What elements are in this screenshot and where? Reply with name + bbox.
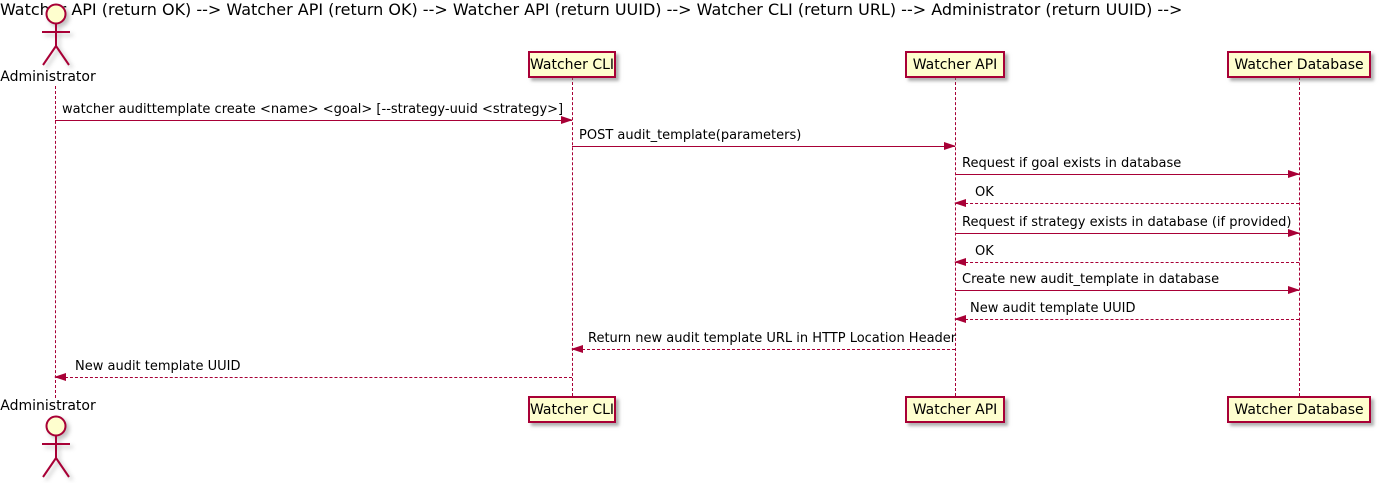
arrowhead-right-icon [1288,229,1300,237]
message-arrow [954,199,1299,207]
message-arrow [955,170,1300,178]
message-label: OK [975,185,994,200]
message-label: OK [975,244,994,259]
message-create-audittemplate: watcher audittemplate create <name> <goa… [55,102,573,124]
message-arrow [955,229,1300,237]
arrowhead-left-icon [954,199,966,207]
arrowhead-right-icon [1288,286,1300,294]
arrowhead-left-icon [954,315,966,323]
message-ok-goal: OK [954,185,1299,207]
message-request-goal-exists: Request if goal exists in database [955,156,1300,178]
message-ok-strategy: OK [954,244,1299,266]
arrowhead-right-icon [944,142,956,150]
participant-watcher-cli-bottom: Watcher CLI [528,396,616,423]
participant-label: Watcher Database [1234,401,1364,418]
actor-administrator-top-icon [42,3,70,66]
participant-label: Watcher API [912,56,998,73]
message-new-uuid-admin: New audit template UUID [54,359,572,381]
message-arrow [954,315,1299,323]
lifeline-administrator [55,86,56,398]
arrowhead-left-icon [54,373,66,381]
message-label: New audit template UUID [970,301,1136,316]
message-label: New audit template UUID [75,359,241,374]
participant-label: Watcher API [912,401,998,418]
message-arrow [572,142,956,150]
participant-watcher-api-top: Watcher API [905,51,1005,78]
message-request-strategy-exists: Request if strategy exists in database (… [955,215,1300,237]
message-arrow [954,258,1299,266]
participant-watcher-cli-top: Watcher CLI [528,51,616,78]
message-arrow [571,345,955,353]
participant-label: Watcher Database [1234,56,1364,73]
message-arrow [55,116,573,124]
message-arrow [955,286,1300,294]
actor-administrator-bottom-icon [42,415,70,478]
message-label: Request if goal exists in database [962,156,1182,171]
lifeline-watcher-api [955,77,956,396]
participant-label: Watcher CLI [529,401,615,418]
message-new-uuid-db: New audit template UUID [954,301,1299,323]
lifeline-watcher-cli [572,77,573,396]
message-return-url: Return new audit template URL in HTTP Lo… [571,331,957,353]
message-label: Request if strategy exists in database (… [962,215,1292,230]
actor-administrator-bottom-label: Administrator [0,398,96,414]
arrowhead-left-icon [571,345,583,353]
participant-label: Watcher CLI [529,56,615,73]
arrowhead-right-icon [561,116,573,124]
participant-watcher-database-top: Watcher Database [1227,51,1371,78]
message-label: Create new audit_template in database [962,272,1220,287]
message-create-audit-template-db: Create new audit_template in database [955,272,1300,294]
message-label: watcher audittemplate create <name> <goa… [62,102,564,117]
message-label: POST audit_template(parameters) [579,128,802,143]
actor-administrator-top-label: Administrator [0,69,96,85]
arrowhead-right-icon [1288,170,1300,178]
participant-watcher-database-bottom: Watcher Database [1227,396,1371,423]
message-label: Return new audit template URL in HTTP Lo… [588,331,957,346]
arrowhead-left-icon [954,258,966,266]
participant-watcher-api-bottom: Watcher API [905,396,1005,423]
message-post-audit-template: POST audit_template(parameters) [572,128,956,150]
message-arrow [54,373,572,381]
